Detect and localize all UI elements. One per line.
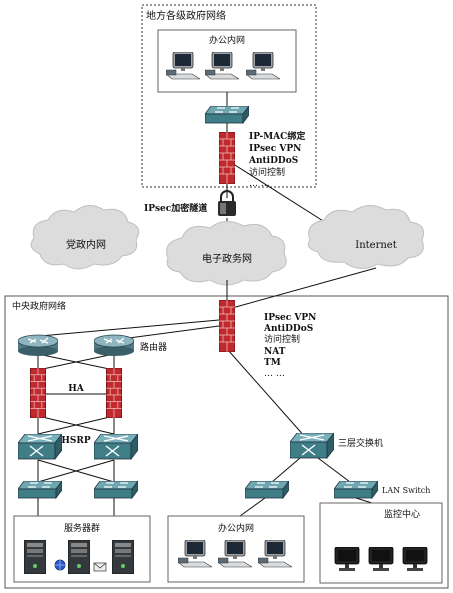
internet-label: Internet	[355, 240, 396, 251]
mail-icon	[93, 562, 107, 572]
router-icon	[94, 334, 134, 356]
local-gov-boundary	[141, 4, 317, 188]
switch-icon	[290, 433, 334, 459]
fw-feature: 访问控制	[249, 166, 285, 178]
switch-icon	[334, 481, 378, 499]
local-gov-title: 地方各级政府网络	[146, 9, 226, 22]
central-links	[37, 267, 377, 517]
lan-switch-label: LAN Switch	[382, 486, 430, 495]
firewall-icon	[30, 368, 46, 418]
firewall-icon	[219, 300, 235, 352]
router-label: 路由器	[140, 341, 167, 353]
fw-feature: … …	[264, 369, 285, 379]
fw-feature: NAT	[264, 347, 286, 357]
fw-feature: IPsec VPN	[249, 144, 301, 154]
local-office-lan-label: 办公内网	[209, 34, 245, 46]
server-icon	[24, 540, 46, 574]
switch-icon	[205, 106, 249, 124]
switch-icon	[18, 481, 62, 499]
firewall-icon	[106, 368, 122, 418]
ha-label: HA	[68, 384, 85, 394]
central-office-lan-label: 办公内网	[218, 522, 254, 534]
lock-icon	[218, 190, 236, 216]
switch-icon	[245, 481, 289, 499]
egov-net-label: 电子政务网	[202, 252, 252, 265]
fw-feature: 访问控制	[264, 333, 300, 345]
central-gov-title: 中央政府网络	[12, 300, 66, 312]
hsrp-label: HSRP	[61, 436, 90, 446]
party-net-label: 党政内网	[66, 238, 106, 251]
switch-icon	[94, 434, 138, 460]
fw-feature: … …	[249, 179, 270, 189]
internet-cloud: Internet	[307, 205, 424, 269]
fw-feature: AntiDDoS	[263, 324, 313, 334]
tunnel-label: IPsec加密隧道	[144, 202, 207, 214]
globe-icon	[54, 559, 66, 571]
fw-feature: AntiDDoS	[248, 156, 298, 166]
local-firewall-features: IP-MAC绑定 IPsec VPN AntiDDoS 访问控制 … …	[248, 130, 306, 189]
firewall-icon	[219, 132, 235, 184]
server-icon	[112, 540, 134, 574]
router-icon	[18, 334, 58, 356]
switch-icon	[18, 434, 62, 460]
central-firewall-features: IPsec VPN AntiDDoS 访问控制 NAT TM … …	[263, 313, 316, 379]
server-icon	[68, 540, 90, 574]
fw-feature: IP-MAC绑定	[249, 130, 306, 142]
server-group-label: 服务器群	[64, 522, 100, 534]
monitor-center-label: 监控中心	[384, 508, 420, 520]
l3-switch-label: 三层交换机	[338, 437, 383, 449]
switch-icon	[94, 481, 138, 499]
party-net-cloud: 党政内网	[30, 205, 140, 270]
egov-net-cloud: 电子政务网	[166, 221, 287, 286]
fw-feature: IPsec VPN	[264, 313, 316, 323]
fw-feature: TM	[264, 358, 281, 368]
